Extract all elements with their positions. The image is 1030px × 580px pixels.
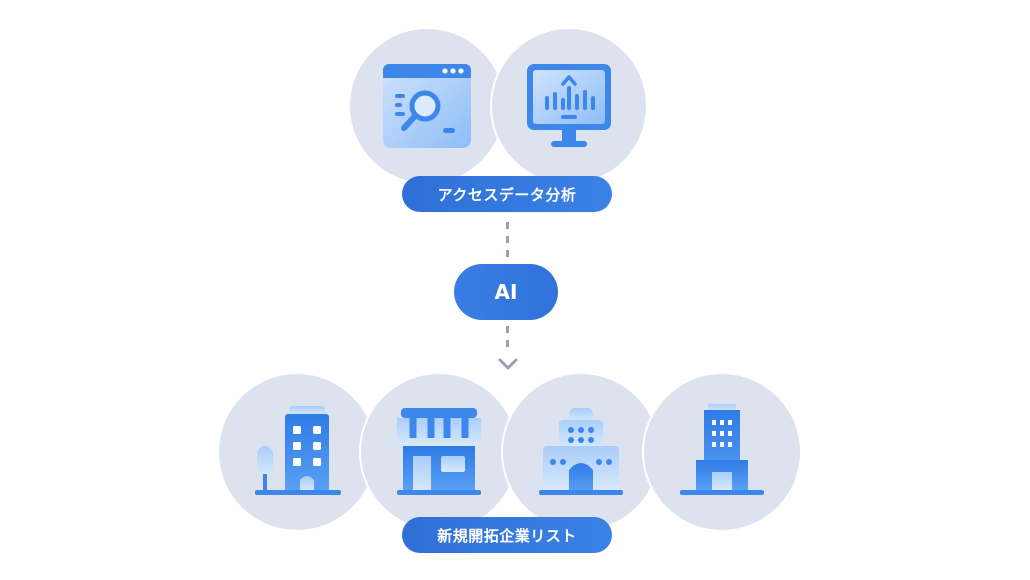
ai-node: AI	[454, 264, 558, 320]
connector-top	[506, 222, 509, 260]
analytics-monitor-circle	[490, 27, 648, 185]
skyscraper-icon	[680, 404, 764, 495]
domed-building-circle	[501, 372, 661, 532]
office-building-circle	[217, 372, 377, 532]
web-search-icon	[383, 64, 471, 148]
storefront-icon	[397, 408, 481, 495]
storefront-circle	[359, 372, 519, 532]
analytics-monitor-icon	[527, 64, 611, 147]
skyscraper-circle	[642, 372, 802, 532]
source-label: アクセスデータ分析	[402, 176, 612, 212]
office-building-icon	[255, 406, 341, 495]
output-label: 新規開拓企業リスト	[402, 517, 612, 553]
web-search-circle	[348, 27, 506, 185]
domed-building-icon	[539, 408, 623, 495]
connector-bottom	[506, 326, 509, 352]
chevron-down-icon	[498, 358, 518, 370]
